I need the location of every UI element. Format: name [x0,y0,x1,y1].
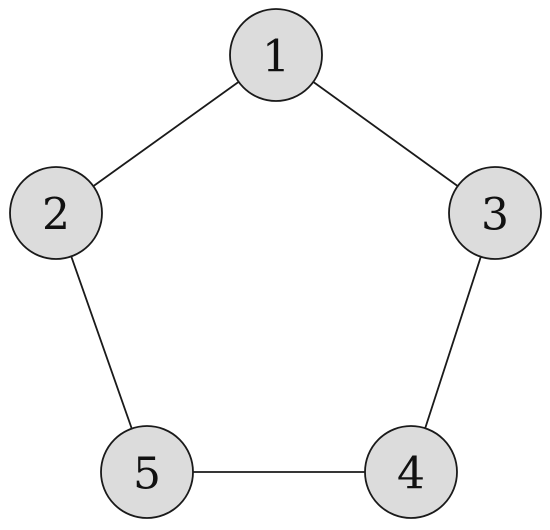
node-label: 4 [397,449,425,500]
node-circle [364,425,458,519]
graph-nodes: 1 2 3 4 5 [9,8,542,519]
node-circle [9,166,103,260]
node-label: 1 [262,32,290,83]
node-3: 3 [448,166,542,260]
node-4: 4 [364,425,458,519]
node-circle [100,425,194,519]
node-label: 5 [133,449,161,500]
node-1: 1 [229,8,323,102]
graph-edges [55,54,496,473]
node-label: 3 [481,190,509,241]
node-label: 2 [42,190,70,241]
node-2: 2 [9,166,103,260]
node-5: 5 [100,425,194,519]
node-circle [229,8,323,102]
node-circle [448,166,542,260]
